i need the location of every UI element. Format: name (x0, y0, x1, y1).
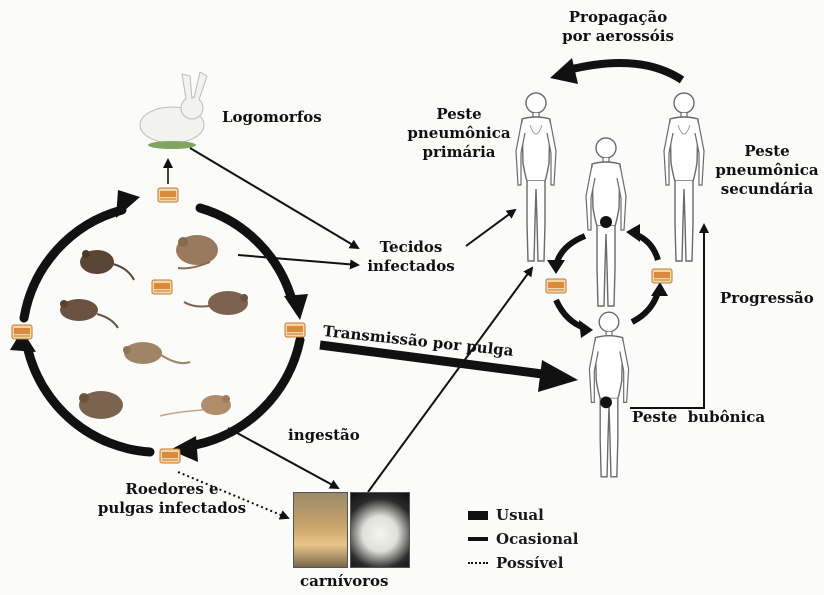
flea-icon (652, 269, 672, 283)
flea-icon (158, 188, 178, 202)
arrow-rodents-to-tissues (238, 255, 358, 265)
label-line: Peste (712, 142, 822, 161)
legend-item-usual: Usual (468, 506, 544, 524)
rodent-icon (184, 291, 248, 315)
human-figure-primary (516, 93, 556, 261)
label-ingestion: ingestão (288, 426, 360, 445)
label-infected-rodents-fleas: Roedores e pulgas infectados (92, 480, 252, 518)
arrow-rabbit-to-tissues (190, 148, 358, 248)
legend-label: Usual (496, 506, 544, 524)
human-figure-secondary (664, 93, 704, 261)
label-line: infectados (366, 257, 456, 276)
rodent-icon (79, 391, 123, 419)
label-primary-pneumonic: Peste pneumônica primária (404, 105, 514, 162)
flea-icon (160, 449, 180, 463)
label-aerosol-propagation: Propagação por aerossóis (548, 8, 688, 46)
label-infected-tissues: Tecidos infectados (366, 238, 456, 276)
label-line: pneumônica (712, 161, 822, 180)
label-line: Peste (404, 105, 514, 124)
cycle-arrowheads (10, 190, 308, 462)
human-cycle-arrowhead (651, 282, 668, 296)
legend-swatch-thick (468, 511, 488, 520)
human-cycle-arc-right-bottom (632, 292, 658, 322)
human-figure-center (586, 138, 626, 306)
cycle-arrowhead-right (284, 294, 308, 320)
dog-photo (293, 492, 348, 568)
legend-item-possible: Possível (468, 554, 563, 572)
rodent-icon (176, 235, 218, 268)
arrow-aerosol-propagation (568, 63, 682, 80)
human-cycle-arrowhead (579, 320, 593, 338)
label-line: Roedores e (92, 480, 252, 499)
arrowhead-aerosol (550, 58, 578, 84)
legend-label: Possível (496, 554, 563, 572)
label-logomorfos: Logomorfos (222, 108, 322, 127)
human-cycle-arrowhead (547, 260, 565, 274)
label-line: pneumônica (404, 124, 514, 143)
label-line: pulgas infectados (92, 499, 252, 518)
flea-icon (546, 279, 566, 293)
human-figure-bubonic (589, 312, 628, 477)
label-line: secundária (712, 180, 822, 199)
label-bubonic-plague: Peste bubônica (632, 408, 765, 427)
rodent-icon (60, 299, 118, 328)
label-line: Tecidos (366, 238, 456, 257)
arrowhead-flea-transmission (538, 360, 578, 392)
bubo-icon (600, 216, 612, 228)
legend-label: Ocasional (496, 530, 578, 548)
label-progression: Progressão (720, 289, 814, 308)
rodent-icon (160, 395, 231, 416)
flea-icon (12, 325, 32, 339)
rodent-icon (123, 342, 190, 364)
arrow-carnivores-to-primary (368, 268, 532, 492)
rodent-icon (80, 250, 134, 280)
label-secondary-pneumonic: Peste pneumônica secundária (712, 142, 822, 199)
legend-item-occasional: Ocasional (468, 530, 578, 548)
cycle-arrowhead-top (116, 190, 140, 218)
label-line: Propagação (548, 8, 688, 27)
label-line: por aerossóis (548, 27, 688, 46)
flea-icon (152, 280, 172, 294)
cycle-arrow-right (195, 340, 300, 445)
legend-swatch-medium (468, 537, 488, 541)
rabbit-icon (140, 72, 207, 149)
legend-swatch-dotted (468, 562, 488, 564)
label-carnivores: carnívoros (300, 572, 388, 591)
bubo-icon (600, 396, 612, 408)
human-cycle-arrowhead (626, 224, 640, 242)
arrow-tissues-to-primary (466, 210, 515, 246)
label-line: primária (404, 143, 514, 162)
cat-photo (350, 492, 410, 568)
flea-icon (285, 323, 305, 337)
